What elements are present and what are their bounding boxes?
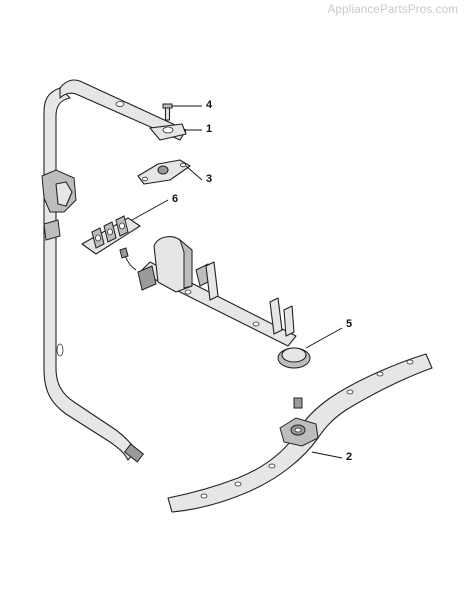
supply-tube [41, 79, 187, 463]
part-1-bracket [149, 123, 187, 141]
leader-5 [305, 327, 343, 349]
part-2-spray-arm [167, 353, 433, 513]
callout-1: 1 [206, 123, 213, 135]
part-3-plate [137, 159, 191, 185]
watermark: AppliancePartsPros.com [327, 4, 458, 16]
leader-6 [131, 199, 169, 221]
callout-4: 4 [206, 99, 213, 111]
leader-3 [185, 165, 203, 181]
callout-3: 3 [206, 173, 213, 185]
callout-2: 2 [346, 451, 353, 463]
part-4-screw [162, 103, 173, 121]
callout-5: 5 [346, 318, 353, 330]
leader-2 [311, 451, 343, 459]
callout-6: 6 [172, 193, 179, 205]
part-6-clip [81, 215, 141, 271]
part-5-manifold [137, 236, 311, 369]
